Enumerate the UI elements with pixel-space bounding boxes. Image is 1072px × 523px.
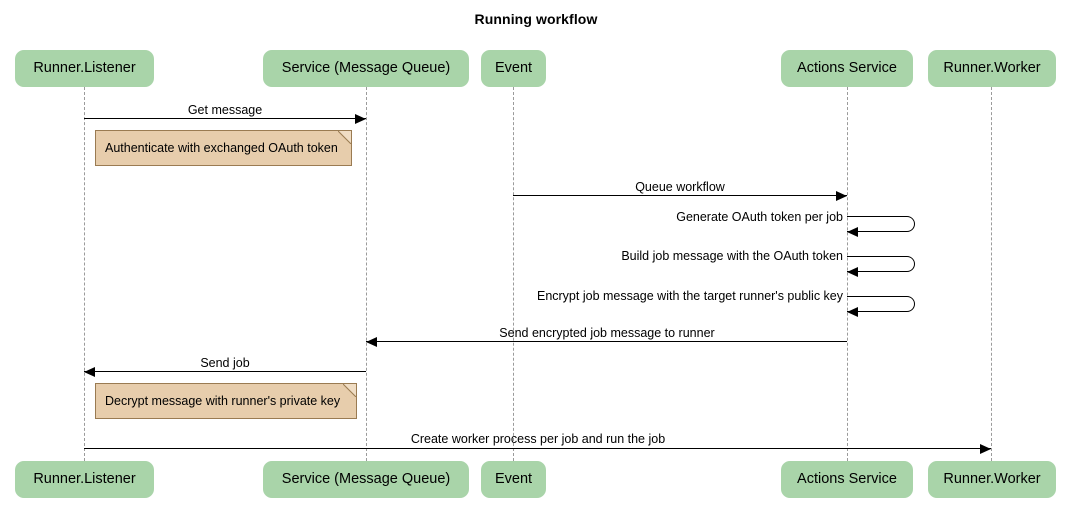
arrowhead-left-icon-send-encrypted-job-message-to-runner [366,337,377,347]
arrowhead-right-icon-queue-workflow [836,191,847,201]
self-message-loop-build-job-message-with-oauth-token [847,256,915,272]
message-label-create-worker-process: Create worker process per job and run th… [410,432,666,446]
participant-runner-listener-top[interactable]: Runner.Listener [15,50,154,87]
note-text: Authenticate with exchanged OAuth token [105,141,338,155]
message-label-get-message: Get message [187,103,263,117]
participant-actions-service-top[interactable]: Actions Service [781,50,913,87]
arrowhead-right-icon-create-worker-process [980,444,991,454]
participant-event-bottom[interactable]: Event [481,461,546,498]
participant-event-top[interactable]: Event [481,50,546,87]
message-label-send-encrypted-job-message-to-runner: Send encrypted job message to runner [499,326,715,340]
participant-runner-listener-bottom[interactable]: Runner.Listener [15,461,154,498]
message-line-send-job [84,371,366,372]
lifeline-service-message-queue [366,87,367,461]
page-title: Running workflow [474,11,598,27]
note-text: Decrypt message with runner's private ke… [105,394,341,408]
lifeline-event [513,87,514,461]
note-folded-corner-icon [339,131,351,143]
lifeline-runner-listener [84,87,85,461]
note-folded-corner-icon [344,384,356,396]
participant-service-message-queue-bottom[interactable]: Service (Message Queue) [263,461,469,498]
participant-service-message-queue-top[interactable]: Service (Message Queue) [263,50,469,87]
note-fold-edge-icon [339,384,356,401]
participant-runner-worker-top[interactable]: Runner.Worker [928,50,1056,87]
message-label-queue-workflow: Queue workflow [635,180,725,194]
message-line-send-encrypted-job-message-to-runner [366,341,847,342]
note-decrypt-message-with-runners-private-key: Decrypt message with runner's private ke… [95,383,357,419]
participant-runner-worker-bottom[interactable]: Runner.Worker [928,461,1056,498]
message-label-build-job-message-with-oauth-token: Build job message with the OAuth token [621,249,843,263]
message-line-get-message [84,118,366,119]
arrowhead-left-icon-send-job [84,367,95,377]
message-label-encrypt-job-message-public-key: Encrypt job message with the target runn… [536,289,843,303]
arrowhead-right-icon-get-message [355,114,366,124]
message-line-queue-workflow [513,195,847,196]
message-label-send-job: Send job [200,356,250,370]
note-authenticate-with-exchanged-oauth-token: Authenticate with exchanged OAuth token [95,130,352,166]
self-message-loop-generate-oauth-token-per-job [847,216,915,232]
arrowhead-left-icon-encrypt-job-message-public-key [847,307,858,317]
arrowhead-left-icon-build-job-message-with-oauth-token [847,267,858,277]
note-fold-edge-icon [334,131,351,148]
arrowhead-left-icon-generate-oauth-token-per-job [847,227,858,237]
message-label-generate-oauth-token-per-job: Generate OAuth token per job [676,210,843,224]
lifeline-runner-worker [991,87,992,461]
message-line-create-worker-process [84,448,991,449]
participant-actions-service-bottom[interactable]: Actions Service [781,461,913,498]
self-message-loop-encrypt-job-message-public-key [847,296,915,312]
